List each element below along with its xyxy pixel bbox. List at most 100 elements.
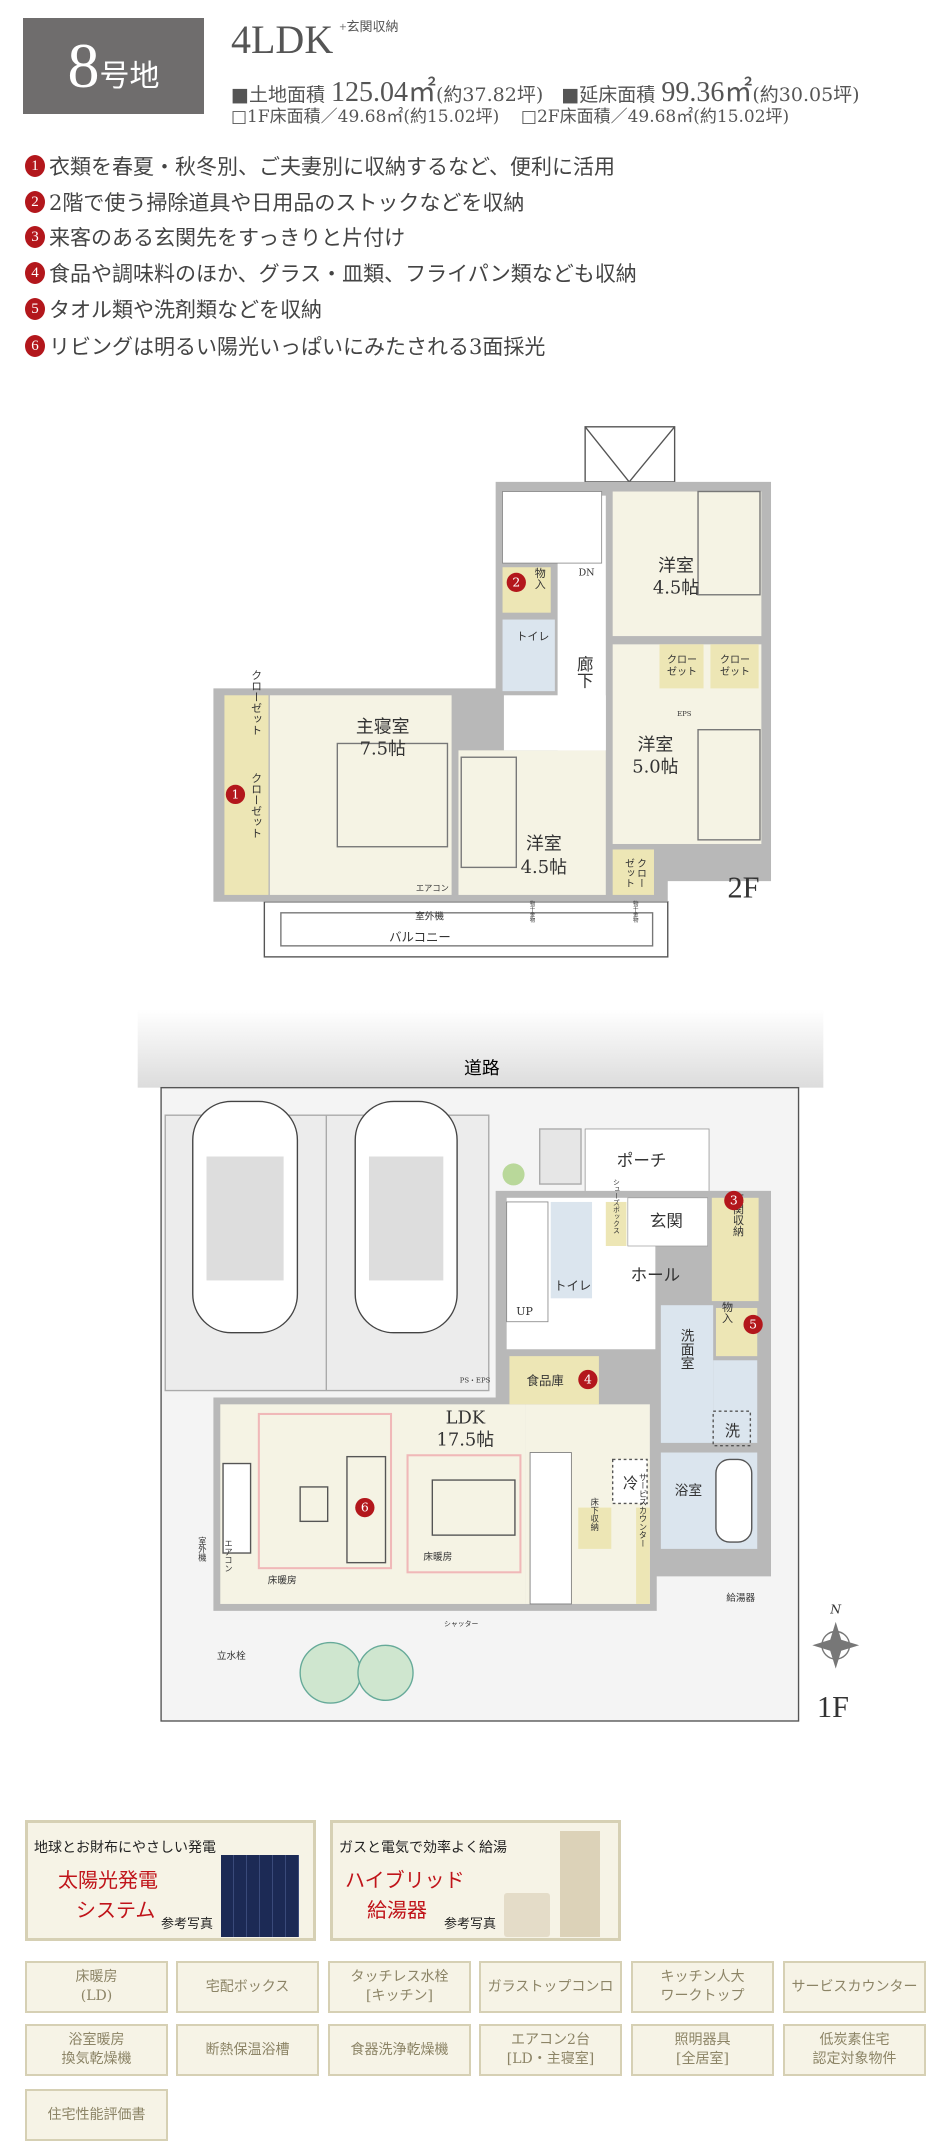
equipment-name: 太陽光発電	[58, 1868, 158, 1892]
floor-area-tsubo: (約30.05坪)	[752, 84, 860, 106]
option-item: エアコン2台 [LD・主寝室]	[479, 2024, 622, 2076]
room-size: 5.0帖	[632, 756, 678, 777]
washer-label: 洗	[725, 1422, 740, 1440]
marker-badge-1	[225, 784, 246, 805]
land-area: 125.04㎡	[331, 77, 437, 108]
closet-label: クロー ゼット	[720, 655, 750, 678]
outdoor-unit-label: 室外機	[197, 1536, 207, 1563]
floor-heating-area	[257, 1412, 393, 1570]
floor-label-1f: 1F	[817, 1690, 849, 1724]
feature-badge: 6	[25, 335, 45, 357]
room-label: 洋室	[658, 555, 694, 576]
toilet-1f	[550, 1201, 593, 1299]
lot-number-badge: 8 号地	[23, 18, 204, 114]
layout-type: 4LDK+玄関収納	[231, 16, 399, 63]
floor-plan-1f: 道路	[137, 1009, 860, 1724]
option-item: 低炭素住宅 認定対象物件	[783, 2024, 926, 2076]
floor-heating-area	[406, 1454, 522, 1574]
feature-text: タオル類や洗剤類などを収納	[49, 298, 322, 322]
equipment-tagline: ガスと電気で効率よく給湯	[339, 1840, 507, 1856]
hall-label: ホール	[631, 1265, 681, 1284]
staircase-1f	[506, 1201, 549, 1323]
option-item: タッチレス水栓 [キッチン]	[328, 1961, 471, 2013]
hanger-label: 物干金物	[632, 899, 639, 924]
area-summary: ■土地面積 125.04㎡(約37.82坪) ■延床面積 99.36㎡(約30.…	[231, 70, 860, 110]
feature-text: リビングは明るい陽光いっぱいにみたされる3面採光	[49, 335, 546, 359]
staircase	[502, 491, 603, 564]
bay-window	[584, 426, 676, 483]
feature-badge: 4	[25, 262, 45, 284]
ldk-size: 17.5帖	[437, 1430, 495, 1451]
tv-board	[222, 1462, 252, 1554]
equipment-hybrid-heater: ガスと電気で効率よく給湯 ハイブリッド給湯器 参考写真	[330, 1820, 621, 1941]
room-label: 主寝室	[356, 716, 410, 737]
storage-label: 物入	[720, 1300, 733, 1323]
lot-suffix: 号地	[99, 59, 160, 94]
aircon-label: エアコン	[224, 1539, 234, 1572]
underfloor-label: 床下収納	[590, 1497, 600, 1532]
marker-badge-4	[578, 1369, 598, 1390]
sofa	[346, 1455, 387, 1564]
badge-number: 5	[749, 1317, 757, 1332]
option-item: サービスカウンター	[783, 1961, 926, 2013]
floor-plan-2f: 主寝室 7.5帖 洋室 4.5帖 洋室 4.5帖 洋室 5.0帖 廊下 トイレ …	[213, 426, 772, 958]
feature-text: 食品や調味料のほか、グラス・皿類、フライパン類なども収納	[49, 262, 637, 286]
closet-label: クロー ゼット	[622, 857, 646, 888]
entrance-storage	[711, 1197, 759, 1302]
washroom	[660, 1305, 714, 1443]
hanger-label: 物干金物	[528, 899, 535, 924]
land-area-label: ■土地面積	[231, 84, 325, 106]
feature-text: 2階で使う掃除道具や日用品のストックなどを収納	[49, 191, 525, 215]
fridge	[611, 1458, 648, 1505]
option-item: 断熱保温浴槽	[176, 2024, 319, 2076]
kitchen-counter	[529, 1452, 572, 1605]
lot-number: 8	[67, 30, 100, 101]
compass-icon	[812, 1621, 860, 1669]
toilet-label: トイレ	[516, 630, 549, 643]
bedroom-upper-right	[612, 491, 762, 637]
bed	[697, 729, 761, 841]
floor-area: 99.36㎡	[661, 77, 753, 108]
storage-label: 物入	[533, 566, 546, 589]
closet	[612, 849, 654, 895]
badge-number: 1	[232, 787, 240, 802]
toilet-2f	[502, 619, 555, 692]
dn-label: DN	[578, 567, 594, 578]
layout-label: 4LDK	[231, 17, 334, 62]
shrub	[502, 1163, 525, 1186]
shoebox-label: シューズボックス	[611, 1179, 619, 1234]
porch-label: ポーチ	[617, 1151, 667, 1170]
water-heater-image	[560, 1831, 600, 1937]
road	[137, 1009, 824, 1088]
toilet-label: トイレ	[554, 1278, 591, 1293]
badge-number: 3	[730, 1193, 738, 1208]
floor-heating-label: 床暖房	[423, 1551, 452, 1563]
badge-number: 4	[584, 1372, 592, 1387]
balcony	[263, 901, 669, 958]
option-item: 床暖房 (LD)	[25, 1961, 168, 2013]
room-size: 4.5帖	[521, 857, 567, 878]
equipment-name: システム	[76, 1898, 156, 1922]
room-size: 7.5帖	[360, 738, 406, 759]
marker-badge-2	[506, 572, 526, 593]
shutter-label: シャッター	[444, 1619, 479, 1628]
water-heater-label: 給湯器	[726, 1592, 755, 1604]
badge-number: 6	[361, 1500, 369, 1515]
service-counter	[636, 1507, 650, 1604]
closet-label: クローゼット	[250, 669, 263, 735]
bath-label: 浴室	[675, 1482, 703, 1499]
bed	[336, 742, 449, 848]
table	[299, 1486, 329, 1523]
washer-space	[712, 1410, 752, 1447]
land-area-tsubo: (約37.82坪)	[436, 84, 544, 106]
outdoor-unit-label: 室外機	[415, 911, 444, 923]
ldk-label: LDK	[446, 1408, 486, 1429]
solar-panel-image	[221, 1855, 299, 1937]
